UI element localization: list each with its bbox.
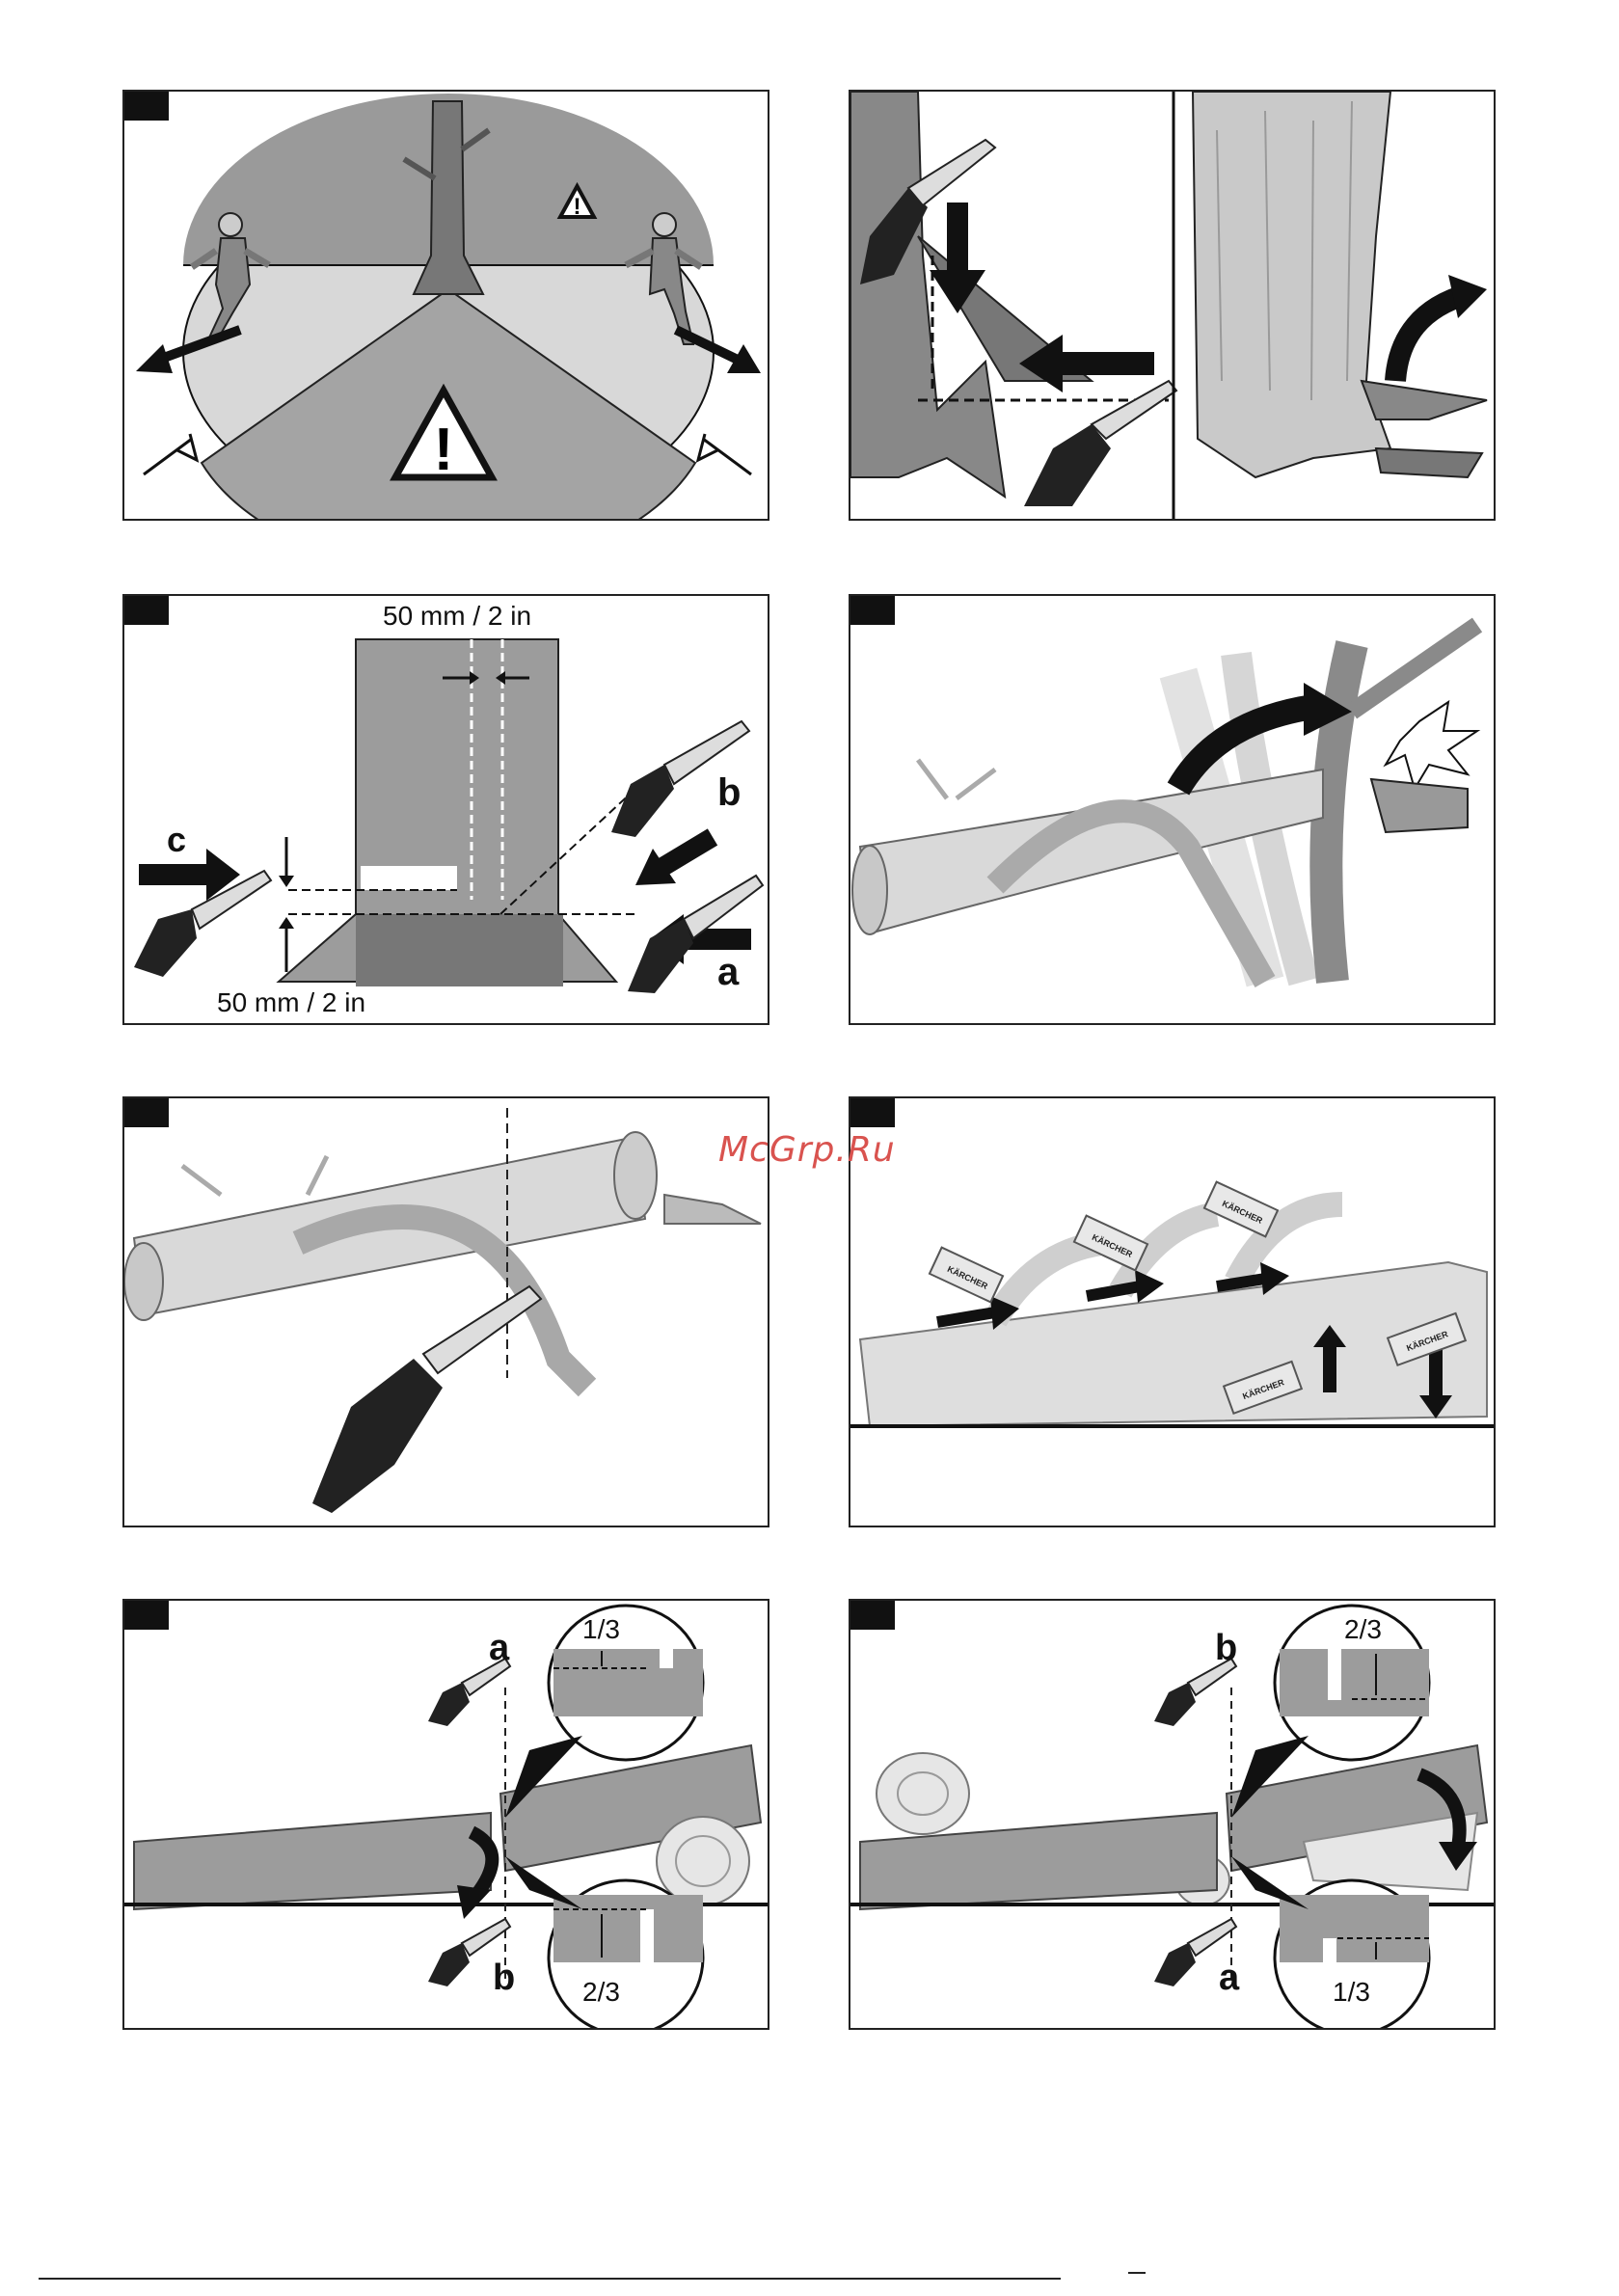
ratio-label-bottom: 1/3 — [1333, 1977, 1370, 2008]
svg-text:!: ! — [574, 194, 581, 220]
cut-label-a: a — [489, 1628, 509, 1669]
dimension-label-bottom: 50 mm / 2 in — [217, 987, 365, 1018]
cut-label-a: a — [1219, 1958, 1239, 1999]
svg-text:!: ! — [434, 417, 454, 483]
cut-label-a: a — [717, 951, 739, 994]
figure-felling-cuts: 50 mm / 2 in 50 mm / 2 in c b a — [122, 594, 769, 1025]
chainsaw-icon — [312, 1286, 541, 1513]
cut-label-b: b — [493, 1958, 515, 1999]
figure-felling-danger-zone: ! ! — [122, 90, 769, 521]
figure-bucking-log-2: b a 2/3 1/3 — [849, 1599, 1496, 2030]
cut-bent-branch-illustration — [124, 1098, 769, 1527]
cut-label-c: c — [167, 820, 186, 860]
ratio-label-top: 1/3 — [582, 1614, 620, 1645]
figure-notch-cut — [849, 90, 1496, 521]
footer-mark — [1128, 2272, 1146, 2274]
bucking-log-2-illustration — [850, 1601, 1496, 2030]
figure-bucking-log-1: a b 1/3 2/3 — [122, 1599, 769, 2030]
figure-cut-bent-branch — [122, 1096, 769, 1527]
arrow-curved-icon — [1395, 275, 1487, 381]
figure-limbing: KÄRCHER KÄRCHER KÄRCHER KÄRCHER KÄRCHER — [849, 1096, 1496, 1527]
watermark-text: McGrp.Ru — [718, 1130, 896, 1170]
limbing-illustration: KÄRCHER KÄRCHER KÄRCHER KÄRCHER KÄRCHER — [850, 1098, 1496, 1527]
cut-label-b: b — [717, 771, 741, 815]
felling-cuts-illustration — [124, 596, 769, 1025]
ratio-label-bottom: 2/3 — [582, 1977, 620, 2008]
dimension-label-top: 50 mm / 2 in — [383, 601, 531, 632]
ratio-label-top: 2/3 — [1344, 1614, 1382, 1645]
footer-rule — [39, 2278, 1061, 2280]
chainsaw-icon-c — [134, 871, 271, 977]
arrow-b-icon — [635, 837, 713, 885]
notch-cut-illustration — [850, 92, 1496, 521]
cut-label-b: b — [1215, 1628, 1237, 1669]
snap-burst-icon — [1386, 702, 1477, 789]
figure-branch-tension — [849, 594, 1496, 1025]
felling-zone-illustration: ! ! — [124, 92, 769, 521]
branch-tension-illustration — [850, 596, 1496, 1025]
bucking-log-1-illustration — [124, 1601, 769, 2030]
